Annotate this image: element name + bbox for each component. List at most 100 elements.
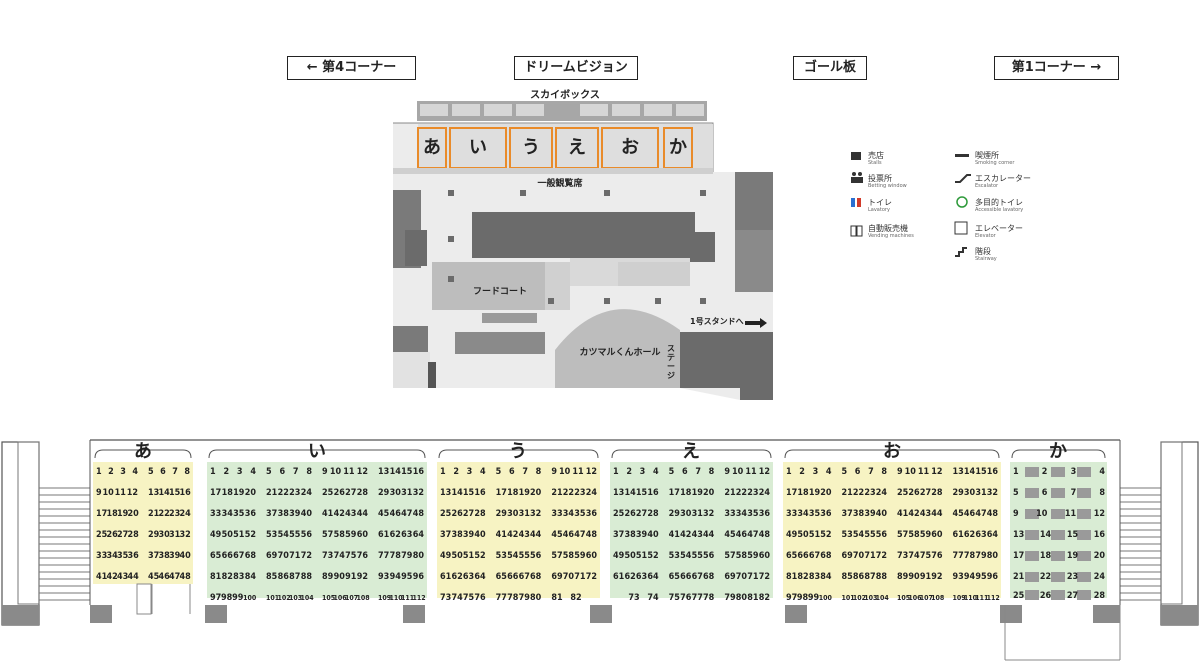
seat-number: 34	[562, 509, 575, 519]
seat-number: 18	[680, 488, 692, 498]
seat-number: 10	[904, 467, 916, 477]
seat-number: 81	[210, 572, 222, 582]
seat-number: 1	[440, 467, 446, 477]
seat-number: 27	[345, 488, 357, 498]
seat-number: 101	[266, 594, 280, 602]
seat-number: 19	[808, 488, 821, 498]
seat-number: 4	[652, 467, 659, 477]
seat-number: 57	[724, 551, 736, 561]
seat-number: 34	[735, 509, 748, 519]
seat-number: 59	[919, 530, 932, 540]
seat-number: 105	[897, 594, 911, 602]
seat-number: 29	[495, 509, 507, 519]
seat-number: 73	[440, 593, 452, 603]
seat-number: 18	[106, 509, 118, 519]
seat-number: 111	[401, 594, 415, 602]
seat-number: 41	[495, 530, 507, 540]
seat-number: 18	[1039, 551, 1052, 561]
seat-number: 22	[562, 488, 575, 498]
seat-number: 68	[530, 572, 542, 582]
seat-number: 40	[875, 509, 887, 519]
seat-number: 82	[758, 593, 770, 603]
seat-number: 47	[747, 530, 759, 540]
seat-number: 15	[462, 488, 475, 498]
direction-corner1: 第1コーナー →	[994, 56, 1119, 80]
seat-number: 63	[462, 572, 475, 582]
seat-number: 71	[289, 551, 301, 561]
seat-number: 36	[585, 509, 597, 519]
seat-number: 13	[378, 467, 390, 477]
seat-number: 1	[786, 467, 792, 477]
seat-number: 8	[535, 467, 542, 477]
legend-icons	[850, 152, 971, 257]
seat-number: 16	[1093, 530, 1105, 540]
seat-number: 102	[277, 594, 291, 602]
seat-number: 46	[158, 572, 170, 582]
seat-number: 99	[807, 593, 820, 603]
seat-number: 44	[127, 572, 139, 582]
seat-number: 67	[691, 572, 703, 582]
seat-number: 13	[613, 488, 625, 498]
seat-number: 71	[574, 572, 586, 582]
seat-number: 39	[864, 509, 876, 519]
seat-number: 8	[184, 467, 190, 477]
seat-number: 39	[635, 530, 648, 540]
seat-number: 16	[647, 488, 659, 498]
seat-number: 38	[451, 530, 463, 540]
seat-number: 4	[132, 467, 138, 477]
seat-number: 76	[680, 593, 692, 603]
seat-number: 29	[148, 530, 160, 540]
seat-number: 32	[986, 488, 998, 498]
seat-number: 82	[570, 593, 582, 603]
seat-number: 82	[797, 572, 809, 582]
seat-number: 81	[551, 593, 563, 603]
seat-number: 107	[919, 594, 933, 602]
seat-number: 5	[668, 467, 675, 477]
seat-number: 46	[735, 530, 748, 540]
seat-number: 2	[1041, 467, 1048, 477]
seat-number: 24	[300, 488, 312, 498]
seat-number: 31	[401, 488, 413, 498]
seat-number: 30	[158, 530, 170, 540]
seat-number: 55	[289, 530, 301, 540]
seat-number: 70	[277, 551, 289, 561]
seat-number: 17	[668, 488, 680, 498]
seat-number: 76	[931, 551, 943, 561]
block-label-ka: か	[669, 137, 687, 158]
section-label-e: え	[682, 441, 700, 462]
seat-number: 30	[389, 488, 401, 498]
seat-number: 18	[221, 488, 233, 498]
seat-number: 112	[986, 594, 1000, 602]
seat-number: 66	[797, 551, 809, 561]
seat-number: 88	[300, 572, 312, 582]
seat-number: 53	[841, 530, 853, 540]
seat-number: 7	[868, 467, 874, 477]
seat-number: 69	[551, 572, 563, 582]
seat-number: 43	[919, 509, 932, 519]
seat-number: 52	[647, 551, 659, 561]
seat-number: 81	[786, 572, 798, 582]
seat-number: 51	[635, 551, 648, 561]
direction-dreamvision: ドリームビジョン	[514, 56, 638, 80]
stand-1-label: 1号スタンドへ	[690, 317, 744, 326]
seat-number: 76	[474, 593, 486, 603]
skybox-label: スカイボックス	[530, 90, 600, 101]
betting-icon	[851, 172, 863, 183]
seat-number: 37	[266, 509, 278, 519]
seat-number: 70	[562, 572, 575, 582]
seat-number: 79	[401, 551, 413, 561]
seat-number: 26	[333, 488, 345, 498]
seat-number: 15	[635, 488, 648, 498]
seat-number: 64	[647, 572, 659, 582]
seat-number: 108	[931, 594, 945, 602]
seat-number: 25	[440, 509, 452, 519]
seat-number: 78	[703, 593, 715, 603]
seat-number: 68	[244, 551, 256, 561]
seat-number: 109	[952, 594, 966, 602]
